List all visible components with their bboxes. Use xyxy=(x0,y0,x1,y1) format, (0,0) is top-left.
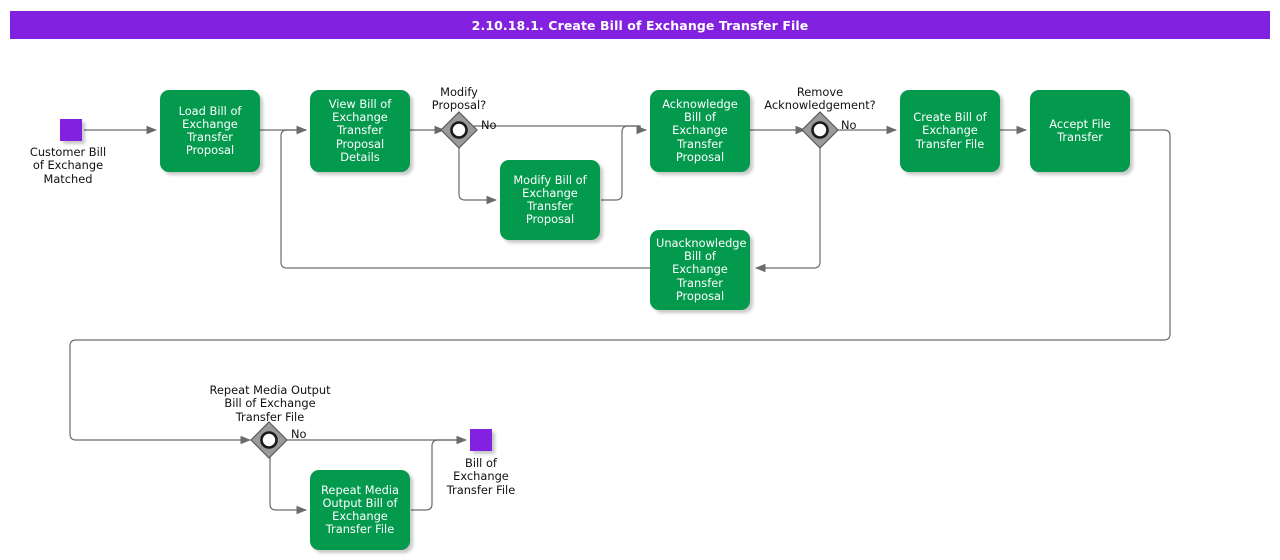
flow-label-repeat-no: No xyxy=(291,427,307,441)
task-acknowledge-proposal[interactable]: Acknowledge Bill of Exchange Transfer Pr… xyxy=(650,90,750,172)
task-modify-proposal-label: Modify Bill of Exchange Transfer Proposa… xyxy=(513,172,587,227)
end-event-label: Bill of Exchange Transfer File xyxy=(446,456,516,497)
edge-gateway-repeat-to-repeat-media xyxy=(269,455,308,515)
task-accept-file-transfer-label: Accept File Transfer xyxy=(1049,116,1111,144)
task-repeat-media-output[interactable]: Repeat Media Output Bill of Exchange Tra… xyxy=(310,470,410,550)
start-event-label: Customer Bill of Exchange Matched xyxy=(29,145,107,186)
start-event-customer-bill-matched[interactable] xyxy=(60,119,82,141)
edge-gateway-modify-no-to-acknowledge xyxy=(474,125,648,135)
task-create-transfer-file-label: Create Bill of Exchange Transfer File xyxy=(913,110,987,151)
task-accept-file-transfer[interactable]: Accept File Transfer xyxy=(1030,90,1130,172)
task-modify-proposal[interactable]: Modify Bill of Exchange Transfer Proposa… xyxy=(500,160,600,240)
task-create-transfer-file[interactable]: Create Bill of Exchange Transfer File xyxy=(900,90,1000,172)
task-view-proposal-details-label: View Bill of Exchange Transfer Proposal … xyxy=(328,96,392,164)
edge-modify-to-acknowledge xyxy=(601,125,646,201)
task-unacknowledge-proposal-label: Unacknowledge Bill of Exchange Transfer … xyxy=(656,235,747,303)
gateway-repeat-media-output-label: Repeat Media Output Bill of Exchange Tra… xyxy=(209,383,331,424)
task-repeat-media-output-label: Repeat Media Output Bill of Exchange Tra… xyxy=(321,482,399,537)
flow-label-remove-no: No xyxy=(841,118,857,132)
task-acknowledge-proposal-label: Acknowledge Bill of Exchange Transfer Pr… xyxy=(662,96,738,164)
end-event-transfer-file[interactable] xyxy=(470,429,492,451)
gateway-remove-glyph xyxy=(801,111,839,149)
flow-label-modify-no: No xyxy=(481,118,497,132)
edge-gateway-modify-to-modify xyxy=(458,145,498,205)
task-load-proposal-label: Load Bill of Exchange Transfer Proposal xyxy=(178,103,242,158)
edge-gateway-remove-to-unacknowledge xyxy=(754,145,821,273)
gateway-repeat-glyph xyxy=(250,421,288,459)
task-unacknowledge-proposal[interactable]: Unacknowledge Bill of Exchange Transfer … xyxy=(650,230,750,310)
page-title: 2.10.18.1. Create Bill of Exchange Trans… xyxy=(10,11,1270,39)
task-load-proposal[interactable]: Load Bill of Exchange Transfer Proposal xyxy=(160,90,260,172)
gateway-remove-acknowledgement-label: Remove Acknowledgement? xyxy=(764,85,876,113)
task-view-proposal-details[interactable]: View Bill of Exchange Transfer Proposal … xyxy=(310,90,410,172)
gateway-modify-proposal-label: Modify Proposal? xyxy=(431,85,487,113)
gateway-modify-glyph xyxy=(440,111,478,149)
